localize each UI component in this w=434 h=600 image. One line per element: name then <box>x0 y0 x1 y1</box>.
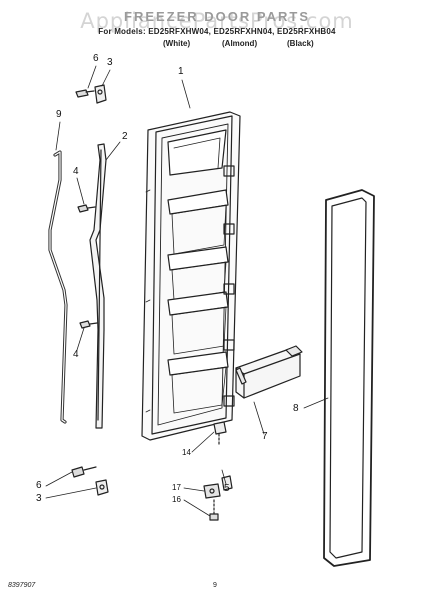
part-4-screw-upper <box>77 204 96 213</box>
callout-6-top: 6 <box>93 53 99 64</box>
finish-labels: (White) (Almond) (Black) <box>0 39 434 49</box>
leader-3-bottom <box>45 487 97 499</box>
diagram-title: FREEZER DOOR PARTS <box>124 9 310 24</box>
leader-6-top <box>87 65 97 89</box>
part-4-screw-lower <box>79 320 98 329</box>
callout-9: 9 <box>56 109 62 120</box>
part-17-hinge-bracket <box>203 483 221 499</box>
part-6-screw-top <box>75 89 95 98</box>
leader-3-top <box>101 69 111 87</box>
leader-lines <box>45 65 329 517</box>
callout-2: 2 <box>122 131 128 142</box>
finish-almond: (Almond) <box>222 39 258 48</box>
leader-17 <box>183 487 205 492</box>
callout-3-top: 3 <box>107 57 113 68</box>
callout-17: 17 <box>172 483 181 492</box>
leader-4-upper <box>76 177 85 205</box>
callout-5: 5 <box>224 483 230 494</box>
leader-4-lower <box>76 327 85 351</box>
part-3-hinge-top <box>94 84 107 104</box>
part-3-hinge-bottom <box>95 479 109 496</box>
finish-white: (White) <box>163 39 191 48</box>
leader-14 <box>191 431 215 453</box>
model-numbers: For Models: ED25RFXHW04, ED25RFXHN04, ED… <box>98 27 336 36</box>
part-7-door-bin <box>235 345 303 399</box>
part-2-channel <box>89 143 107 429</box>
watermark-text: AppliancePartsPros.com <box>80 9 354 33</box>
finish-black: (Black) <box>287 39 314 48</box>
part-1-door-liner <box>141 111 241 441</box>
callout-1: 1 <box>178 66 184 77</box>
part-16-screw <box>209 499 219 521</box>
leader-16 <box>183 499 211 517</box>
leader-2 <box>105 141 121 161</box>
callout-4-lower: 4 <box>73 349 79 360</box>
diagram-header: FREEZER DOOR PARTS <box>0 10 434 23</box>
leader-6-bottom <box>45 471 73 487</box>
callout-6-bottom: 6 <box>36 480 42 491</box>
callout-3-bottom: 3 <box>36 493 42 504</box>
leader-8 <box>303 397 329 409</box>
callout-14: 14 <box>182 448 191 457</box>
leader-7 <box>253 401 265 435</box>
leader-5 <box>221 469 227 485</box>
callout-8: 8 <box>293 403 299 414</box>
part-14-cam <box>213 421 227 447</box>
callout-16: 16 <box>172 495 181 504</box>
leader-9 <box>55 121 61 151</box>
callout-7: 7 <box>262 431 268 442</box>
leader-1 <box>181 79 191 109</box>
part-9-door-strip <box>48 150 68 424</box>
callout-4-upper: 4 <box>73 166 79 177</box>
part-8-door-gasket <box>323 189 375 567</box>
document-number: 8397907 <box>8 582 36 589</box>
page-number: 9 <box>213 582 217 589</box>
part-6-screw-bottom <box>71 466 97 478</box>
